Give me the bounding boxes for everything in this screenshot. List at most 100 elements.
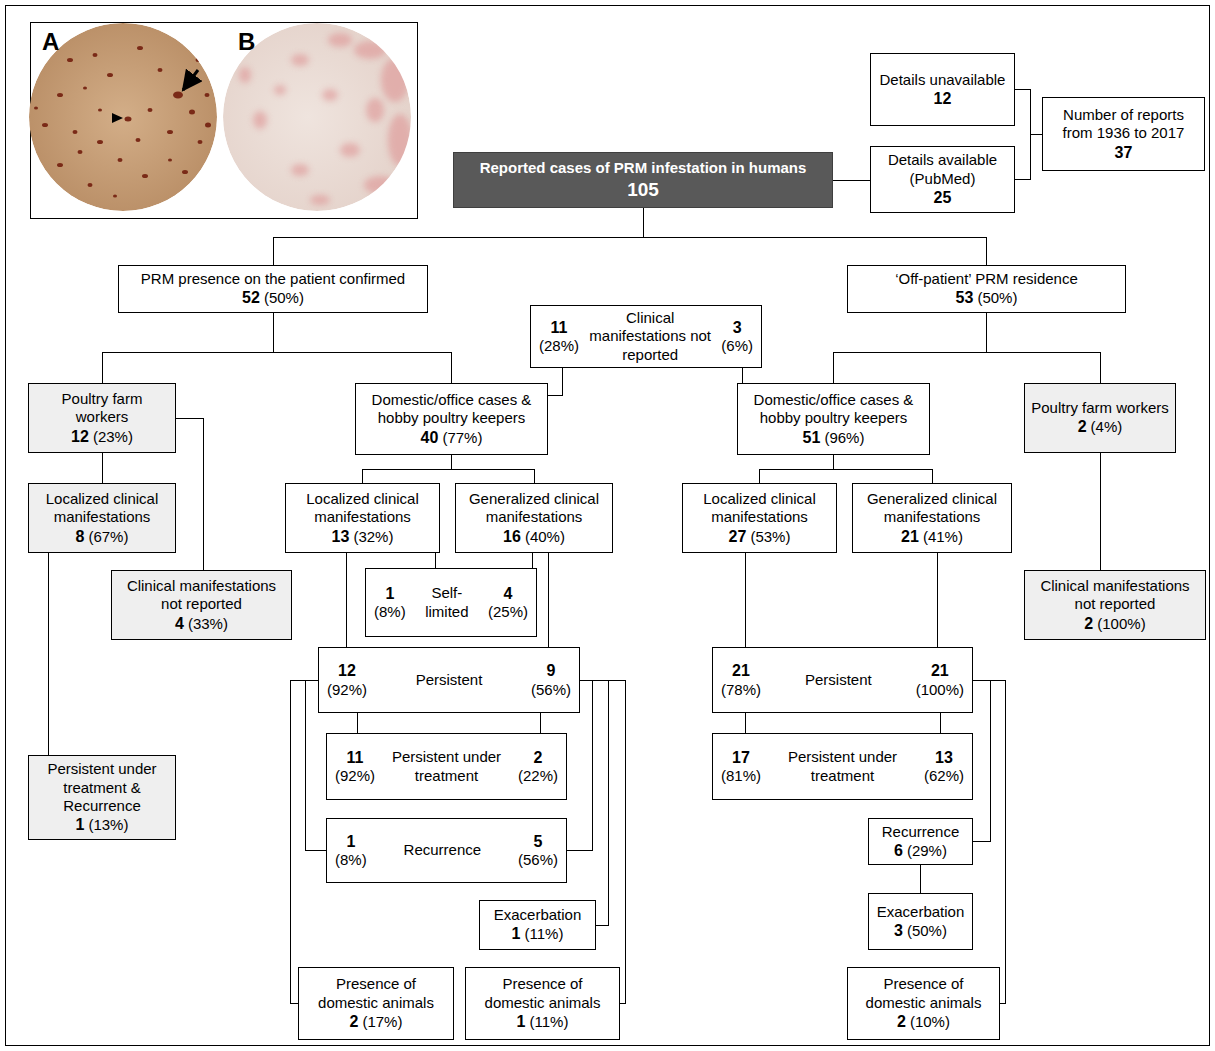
text-group: Persistent under treatment & Recurrence <box>35 760 169 815</box>
count-box: Presence of domestic animals2(17%) <box>298 967 454 1040</box>
case-count: 52 <box>242 289 260 306</box>
rash-blotch <box>291 54 309 66</box>
case-percent: (81%) <box>721 767 761 785</box>
case-count: 12 <box>338 661 356 681</box>
count-box: ‘Off-patient’ PRM residence53(50%) <box>847 265 1126 313</box>
connector-line <box>452 455 535 483</box>
box-label: Clinical manifestations not reported <box>127 577 276 612</box>
box-label: Domestic/office cases & hobby poultry ke… <box>372 391 532 426</box>
case-percent: (92%) <box>335 767 375 785</box>
case-percent: (56%) <box>531 681 571 699</box>
text-group: Clinical manifestations not reported <box>579 309 721 364</box>
text-group: Localized clinical manifestations <box>689 490 830 527</box>
text-group: 1(11%) <box>517 1012 569 1032</box>
connector-line <box>580 680 608 925</box>
case-count: 3 <box>894 922 903 939</box>
photo-a <box>29 23 217 211</box>
connector-line <box>357 713 358 733</box>
text-group: 2(10%) <box>897 1012 950 1032</box>
text-group: 11(28%) <box>539 318 579 356</box>
case-count: 105 <box>627 179 659 200</box>
count-box: PRM presence on the patient confirmed52(… <box>118 265 428 313</box>
total-box: Reported cases of PRM infestation in hum… <box>453 152 833 208</box>
text-group: 13(32%) <box>332 527 394 547</box>
count-box: Details unavailable12 <box>870 53 1015 126</box>
case-percent: (50%) <box>264 289 304 306</box>
case-count: 21 <box>931 661 949 681</box>
mite-dot <box>189 110 195 115</box>
mite-dot <box>182 170 188 174</box>
box-label: Poultry farm workers <box>1031 399 1169 416</box>
mite-dot <box>42 123 48 127</box>
text-group: 21(100%) <box>916 661 964 699</box>
case-percent: (50%) <box>907 922 947 939</box>
text-group: PRM presence on the patient confirmed <box>141 270 405 288</box>
count-box: Domestic/office cases & hobby poultry ke… <box>355 383 548 455</box>
box-label: Persistent under treatment <box>392 748 501 783</box>
mite-dot <box>73 130 78 134</box>
mite-dot <box>158 68 163 72</box>
case-percent: (78%) <box>721 681 761 699</box>
case-count: 27 <box>729 528 747 545</box>
connector-line <box>363 455 452 483</box>
text-group: 17(81%) <box>721 748 761 786</box>
count-box: Localized clinical manifestations8(67%) <box>28 483 176 553</box>
count-box: 21(78%)Persistent21(100%) <box>712 647 973 713</box>
mite-dot <box>118 158 123 162</box>
figure-frame <box>6 6 1210 1046</box>
box-label: Number of reports from 1936 to 2017 <box>1063 106 1185 141</box>
case-count: 2 <box>897 1013 906 1030</box>
connector-line <box>745 713 746 733</box>
case-count: 2 <box>1078 418 1087 435</box>
count-box: Generalized clinical manifestations21(41… <box>852 483 1012 553</box>
pointer-arrowhead <box>112 113 123 123</box>
connector-line <box>1100 453 1101 570</box>
text-group: 52(50%) <box>242 288 304 308</box>
case-percent: (92%) <box>327 681 367 699</box>
case-percent: (22%) <box>518 767 558 785</box>
text-group: Presence of domestic animals <box>854 975 993 1012</box>
text-group: 21(78%) <box>721 661 761 699</box>
text-group: 2(4%) <box>1078 417 1123 437</box>
skin-disc <box>223 23 411 211</box>
text-group: Localized clinical manifestations <box>292 490 433 527</box>
connector-line <box>532 553 533 568</box>
case-count: 4 <box>504 584 513 604</box>
box-label: Details unavailable <box>880 71 1006 88</box>
mite-dot <box>205 123 211 128</box>
text-group: 40(77%) <box>421 428 483 448</box>
case-count: 13 <box>332 528 350 545</box>
pointer-arrow <box>183 70 198 90</box>
connector-line <box>548 368 562 395</box>
connector-line <box>1015 134 1042 180</box>
connector-line <box>48 553 49 755</box>
connector-line <box>833 180 870 181</box>
mite-dot <box>93 53 98 57</box>
text-group: Generalized clinical manifestations <box>859 490 1005 527</box>
case-count: 40 <box>421 429 439 446</box>
text-group: Details unavailable <box>880 71 1006 89</box>
box-label: ‘Off-patient’ PRM residence <box>895 270 1078 287</box>
connector-line <box>973 680 1005 1004</box>
count-box: Poultry farm workers12(23%) <box>28 383 176 453</box>
case-count: 2 <box>1084 615 1093 632</box>
case-count: 4 <box>175 615 184 632</box>
case-percent: (40%) <box>525 528 565 545</box>
connector-line <box>435 553 436 568</box>
count-box: Exacerbation1(11%) <box>479 900 596 950</box>
text-group: Persistent <box>367 671 531 689</box>
mite-dots <box>34 46 211 198</box>
case-percent: (100%) <box>916 681 964 699</box>
box-label: Persistent <box>805 671 872 688</box>
text-group: Exacerbation <box>877 903 965 921</box>
text-group: Localized clinical manifestations <box>35 490 169 527</box>
case-count: 25 <box>934 189 952 206</box>
count-box: Details available (PubMed)25 <box>870 146 1015 213</box>
text-group: 6(29%) <box>894 841 947 861</box>
connector-line <box>834 313 987 383</box>
count-box: 11(28%)Clinical manifestations not repor… <box>530 305 762 368</box>
rash-blotch <box>291 164 309 176</box>
text-group: 1(11%) <box>512 924 564 944</box>
case-count: 5 <box>534 832 543 852</box>
